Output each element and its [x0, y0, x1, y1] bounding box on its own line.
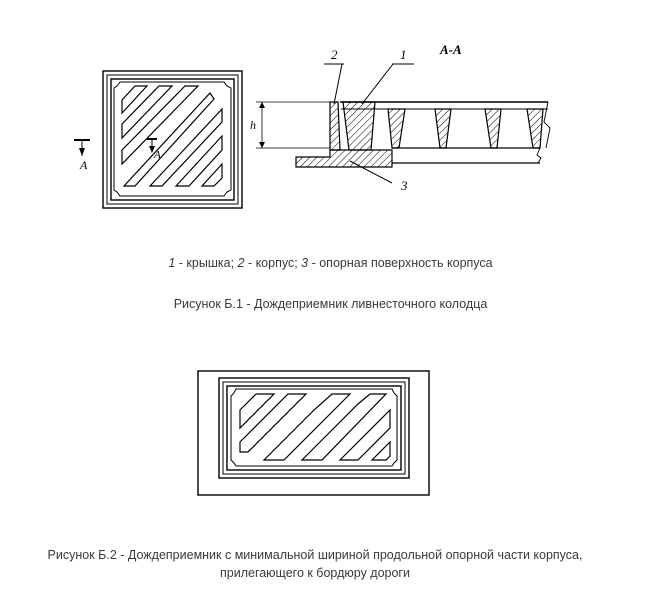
dimension-h-label: h — [250, 118, 256, 132]
section-a-a: A-A h 2 1 3 — [250, 42, 551, 193]
figure-b2-caption-line1: Рисунок Б.2 - Дождеприемник с минимально… — [47, 548, 583, 562]
callout-2: 2 — [331, 47, 338, 62]
cut-mark-outer-label: A — [79, 158, 88, 172]
figure-b1-caption: Рисунок Б.1 - Дождеприемник ливнесточног… — [173, 297, 488, 311]
callout-1: 1 — [400, 47, 407, 62]
plan-view: A A — [74, 70, 243, 209]
figure-b2-caption: Рисунок Б.2 - Дождеприемник с минимально… — [0, 546, 630, 582]
cut-mark-inner-label: A — [153, 149, 161, 161]
callout-3: 3 — [400, 178, 408, 193]
figure-legend: 1 - крышка; 2 - корпус; 3 - опорная пове… — [168, 256, 493, 270]
section-label: A-A — [439, 42, 462, 57]
elongated-grate — [197, 370, 430, 496]
figure-b2-caption-line2: прилегающего к бордюру дороги — [220, 566, 410, 580]
figure-b1-drawing: A A A-A h — [74, 42, 551, 209]
